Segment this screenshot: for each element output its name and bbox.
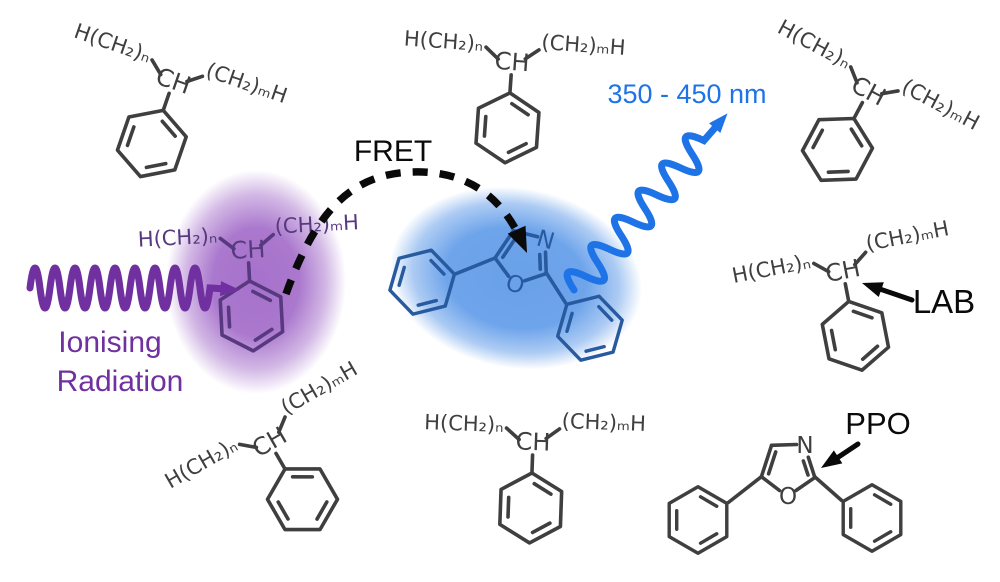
emission-wave: [563, 108, 734, 294]
ppo-pointer-arrow: [816, 441, 861, 475]
fret-transfer-arrow: [282, 168, 536, 296]
ionising-label-line2: Radiation: [57, 365, 184, 398]
fret-dashed-path: [282, 168, 525, 296]
fret-label: FRET: [354, 135, 432, 168]
ionising-label-line1: Ionising: [58, 326, 161, 359]
ppo-label: PPO: [845, 406, 910, 441]
wave-path: [26, 264, 230, 312]
emission-wavelength-label: 350 - 450 nm: [607, 79, 766, 109]
lab-pointer-arrow: [859, 275, 915, 303]
lab-label: LAB: [913, 283, 975, 320]
wave-path: [563, 118, 724, 294]
ionising-radiation-wave: [26, 264, 241, 312]
